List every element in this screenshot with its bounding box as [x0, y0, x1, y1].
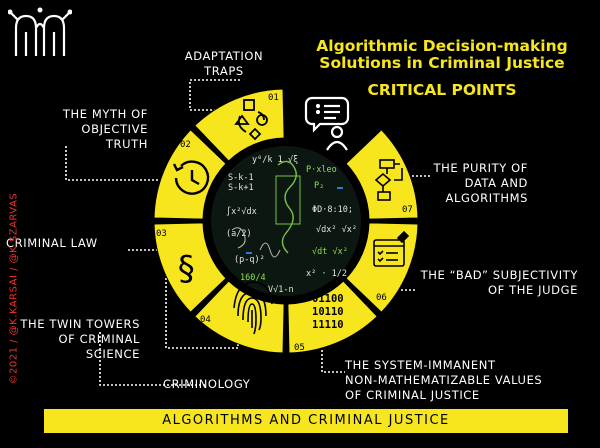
segment-number: 07	[402, 205, 413, 215]
label-line: TRAPS	[204, 64, 244, 78]
connector-lines	[65, 79, 430, 386]
footer-title: ALGORITHMS AND CRIMINAL JUSTICE	[162, 413, 450, 428]
svg-text:S-k+1: S-k+1	[228, 183, 254, 193]
history-clock-icon	[172, 160, 210, 195]
chalkboard-circle	[207, 142, 365, 300]
paragraph-icon: §	[176, 249, 196, 289]
label-line: OBJECTIVE	[81, 122, 148, 136]
label-adaptation-traps: ADAPTATION TRAPS	[168, 49, 280, 79]
segment-number-group: 01 02 03 04 05 06 07	[156, 93, 413, 353]
svg-text:V√1-n: V√1-n	[268, 285, 294, 295]
title-line-2: Solutions in Criminal Justice	[319, 54, 565, 72]
svg-text:∫x²√dx: ∫x²√dx	[226, 206, 257, 217]
ring-segment	[194, 280, 285, 354]
label-purity-data: THE PURITY OF DATA AND ALGORITHMS	[424, 161, 528, 206]
label-twin-towers: THE TWIN TOWERS OF CRIMINAL SCIENCE	[8, 317, 140, 362]
label-line: THE SYSTEM-IMMANENT	[345, 358, 496, 372]
segment-number: 04	[200, 315, 211, 325]
label-line: SCIENCE	[85, 347, 140, 361]
label-line: OF CRIMINAL JUSTICE	[345, 388, 480, 402]
label-line: THE PURITY OF	[433, 161, 528, 175]
svg-text:S-k-1: S-k-1	[228, 173, 254, 183]
segment-number: 03	[156, 229, 167, 239]
label-line: THE MYTH OF	[62, 107, 148, 121]
svg-text:(a/2): (a/2)	[226, 229, 252, 239]
browser-checklist-icon	[373, 230, 410, 267]
label-line: DATA AND	[464, 176, 528, 190]
chalk-formulas	[231, 160, 301, 258]
chalk-text: y⁰/k 1 √ξ S-k-1 S-k+1 P·xleo P₂ ∫x²√dx Φ…	[226, 155, 357, 295]
svg-text:160/4: 160/4	[240, 273, 266, 283]
adaptation-cycle-icon	[234, 99, 268, 141]
fingerprint-icon	[233, 281, 273, 335]
label-line: TRUTH	[105, 137, 148, 151]
logo-icon	[8, 7, 72, 56]
svg-text:P₂: P₂	[314, 181, 324, 191]
binary-line: 01100	[312, 293, 344, 305]
ring-segment	[153, 129, 227, 220]
ring-segment	[153, 222, 227, 313]
svg-text:(p-q)²: (p-q)²	[234, 255, 265, 265]
subtitle-critical-points: CRITICAL POINTS	[367, 81, 517, 99]
label-line: THE “BAD” SUBJECTIVITY	[420, 268, 578, 282]
label-criminology: CRIMINOLOGY	[163, 377, 251, 391]
svg-text:√dt √x²: √dt √x²	[312, 247, 348, 257]
svg-text:ΦD·8:10;: ΦD·8:10;	[312, 205, 353, 215]
label-criminal-law: CRIMINAL LAW	[6, 236, 98, 250]
title-line-1: Algorithmic Decision-making	[316, 37, 568, 55]
svg-text:y⁰/k 1 √ξ: y⁰/k 1 √ξ	[252, 155, 298, 165]
segment-number: 01	[268, 93, 279, 103]
binary-code: 01100 10110 11110	[312, 293, 344, 331]
flowchart-icon	[374, 159, 403, 201]
label-line: NON-MATHEMATIZABLE VALUES	[345, 373, 543, 387]
segment-number: 02	[180, 140, 191, 150]
label-system-immanent: THE SYSTEM-IMMANENT NON-MATHEMATIZABLE V…	[345, 358, 555, 403]
main-title: Algorithmic Decision-making Solutions in…	[286, 38, 598, 72]
label-bad-subjectivity: THE “BAD” SUBJECTIVITY OF THE JUDGE	[404, 268, 578, 298]
label-line: ALGORITHMS	[445, 191, 528, 205]
segment-number: 06	[376, 293, 387, 303]
label-myth-objective-truth: THE MYTH OF OBJECTIVE TRUTH	[14, 107, 148, 152]
svg-text:P·xleo: P·xleo	[306, 165, 337, 175]
binary-line: 10110	[312, 306, 344, 318]
ring-segment	[287, 280, 378, 354]
label-line: ADAPTATION	[184, 49, 264, 63]
svg-text:√dx² √x²: √dx² √x²	[316, 225, 357, 235]
copyright-credit: ©2021 / @K.KARSAI / @K.SZARVAS	[8, 192, 20, 385]
binary-line: 11110	[312, 319, 344, 331]
segment-number: 05	[294, 343, 305, 353]
label-line: OF CRIMINAL	[58, 332, 140, 346]
speech-user-icon	[304, 96, 350, 151]
svg-text:x² · 1/2: x² · 1/2	[306, 269, 347, 279]
footer-bar	[44, 409, 568, 433]
label-line: THE TWIN TOWERS	[20, 317, 140, 331]
label-line: OF THE JUDGE	[488, 283, 578, 297]
